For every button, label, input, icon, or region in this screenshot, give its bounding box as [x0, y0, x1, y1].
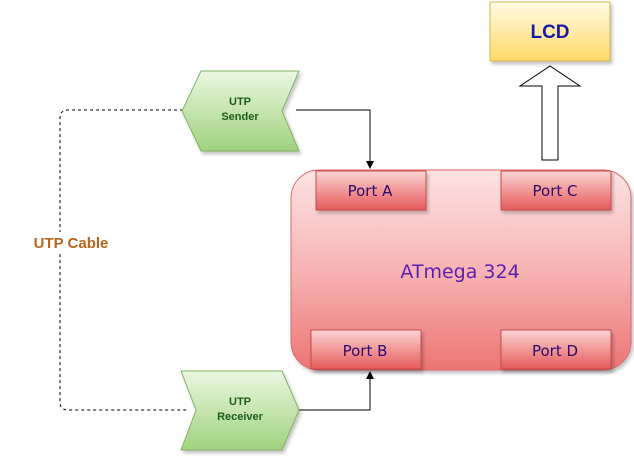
utp-cable-label-bg: [26, 232, 116, 252]
utp-receiver-shape: [180, 370, 300, 451]
lcd-box: [489, 1, 611, 62]
sender-to-port-a-connector: [296, 109, 374, 169]
utp-sender-label-line1: UTP: [229, 96, 251, 108]
atmega-324-label: ATmega 324: [400, 261, 519, 283]
port-a-label: Port A: [348, 182, 394, 200]
port-a-box: [315, 170, 427, 211]
port-c-to-lcd-arrow: [518, 65, 582, 161]
port-d-label: Port D: [532, 342, 578, 360]
receiver-to-port-b-connector: [296, 371, 374, 411]
port-d-box: [500, 329, 612, 370]
utp-sender-shape: [181, 70, 300, 152]
port-c-label: Port C: [533, 182, 578, 200]
port-b-box: [310, 329, 422, 370]
port-b-label: Port B: [343, 342, 388, 360]
port-c-box: [500, 170, 612, 211]
utp-sender-label-line2: Sender: [221, 111, 259, 123]
utp-receiver-label-line1: UTP: [229, 396, 251, 408]
utp-receiver-label-line2: Receiver: [217, 411, 264, 423]
utp-cable-line: [59, 109, 189, 411]
utp-cable-label: UTP Cable: [34, 235, 109, 252]
atmega-324-block: [290, 169, 632, 371]
lcd-label: LCD: [530, 22, 569, 43]
